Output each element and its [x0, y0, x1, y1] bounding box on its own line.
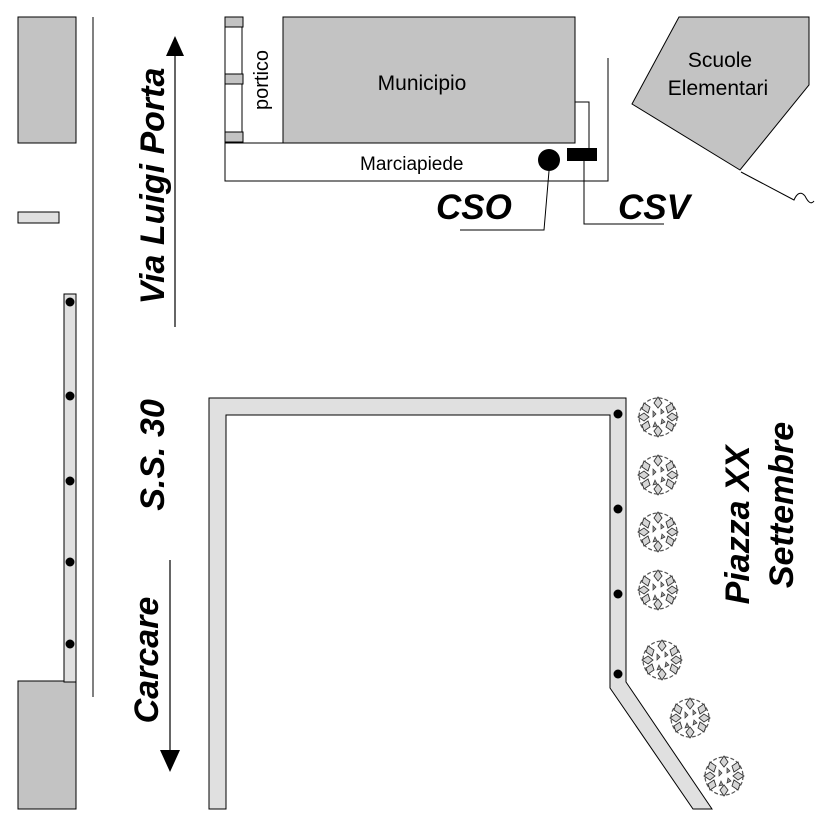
municipio-side-line — [575, 101, 590, 158]
square-sidewalk-strip — [208, 397, 713, 810]
cso-marker — [538, 149, 560, 171]
post-dot-icon — [613, 669, 623, 679]
csv-leader-line — [583, 161, 664, 225]
marciapiede-label: Marciapiede — [360, 154, 464, 175]
cso-label: CSO — [436, 188, 512, 227]
tree-icon — [637, 511, 679, 553]
street-via-luigi-porta-label: Via Luigi Porta — [134, 68, 172, 305]
municipio-block-outline — [224, 17, 609, 182]
square-posts — [613, 409, 623, 679]
post-dot-icon — [65, 557, 75, 567]
post-dot-icon — [613, 504, 623, 514]
post-dot-icon — [65, 639, 75, 649]
street-ss30-label: S.S. 30 — [134, 399, 172, 511]
tree-icon — [637, 569, 679, 611]
left-sidewalk-strip — [63, 293, 77, 683]
tree-icon — [669, 697, 711, 739]
post-dot-icon — [65, 297, 75, 307]
left-top-building — [17, 16, 77, 144]
portico-columns — [224, 16, 244, 143]
municipio-building — [282, 16, 576, 144]
tree-icon — [641, 639, 683, 681]
left-posts — [65, 297, 75, 649]
tree-icon — [637, 396, 679, 438]
left-small-strip — [17, 211, 60, 224]
post-dot-icon — [65, 476, 75, 486]
cso-leader-line — [460, 170, 550, 231]
csv-marker — [567, 148, 597, 161]
post-dot-icon — [613, 589, 623, 599]
left-bottom-building — [17, 680, 77, 810]
direction-carcare-label: Carcare — [128, 597, 166, 724]
tree-icon — [703, 755, 745, 797]
boundary-line — [740, 171, 815, 204]
piazza-label-line1: Piazza XX — [719, 443, 757, 604]
post-dot-icon — [65, 391, 75, 401]
scuole-label-line1: Scuole — [688, 49, 752, 72]
arrow-down-icon — [160, 560, 180, 772]
portico-label: portico — [251, 50, 273, 110]
scuole-elementari-building — [631, 16, 810, 171]
tree-icon — [637, 454, 679, 496]
municipio-label: Municipio — [378, 72, 467, 95]
arrow-up-icon — [166, 36, 184, 327]
csv-label: CSV — [618, 188, 693, 227]
post-dot-icon — [613, 409, 623, 419]
piazza-label-line2: Settembre — [763, 422, 801, 588]
scuole-label-line2: Elementari — [668, 77, 768, 100]
